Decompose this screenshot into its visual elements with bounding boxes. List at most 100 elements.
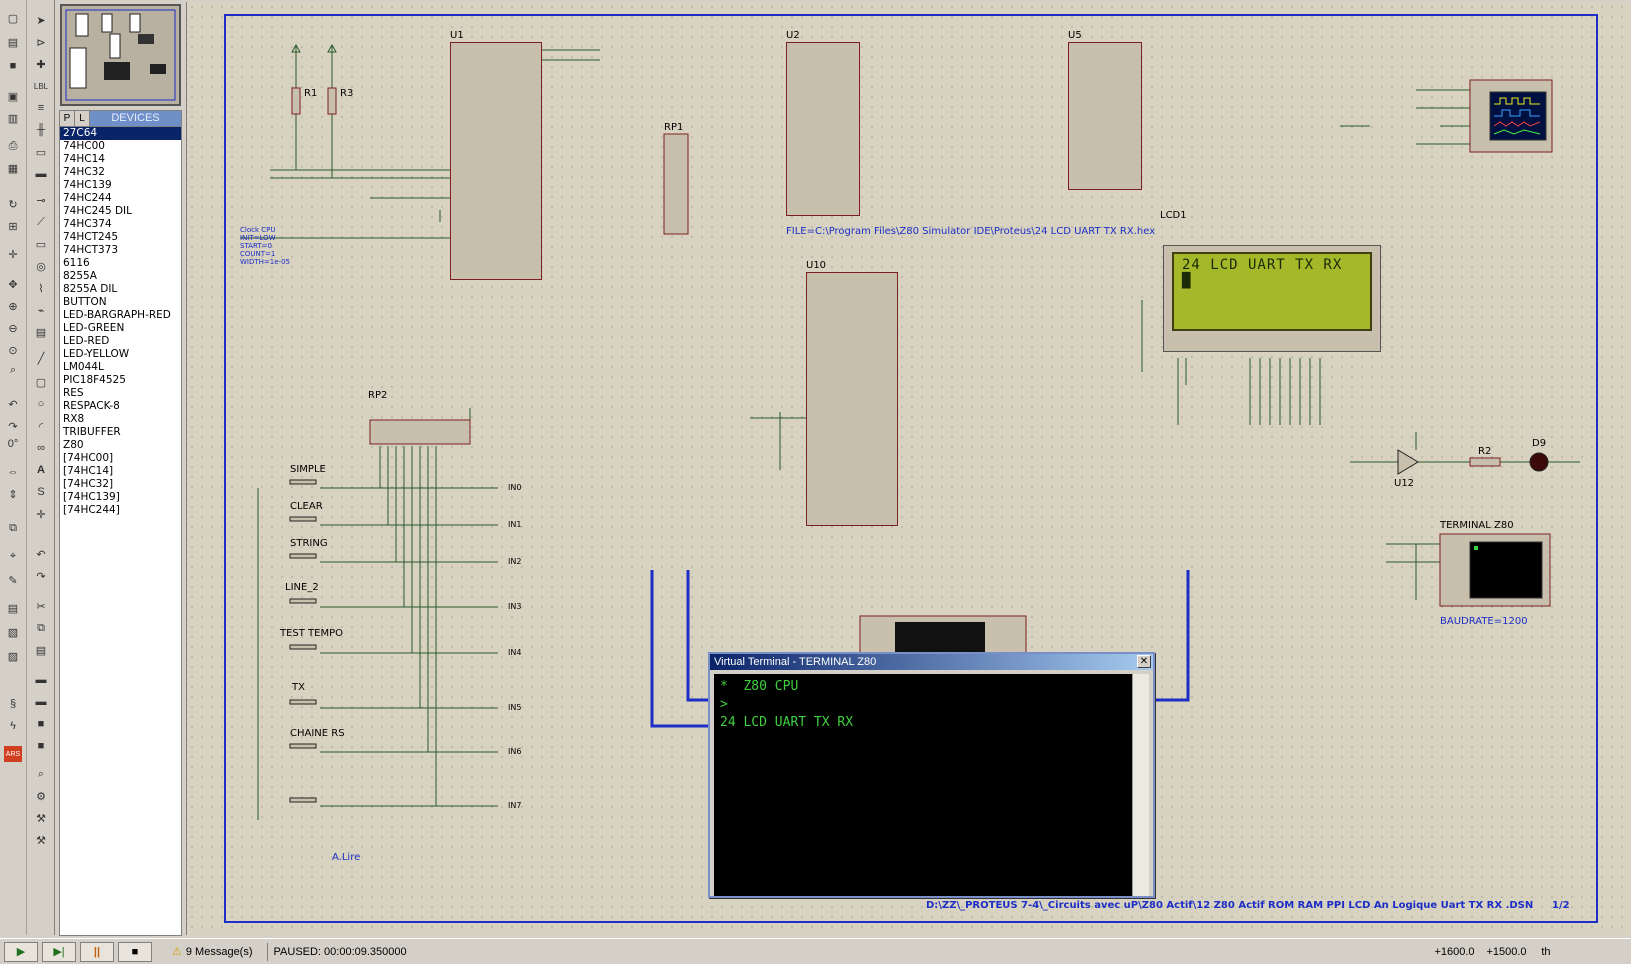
device-item[interactable]: 74HC32 <box>63 166 105 178</box>
script-icon[interactable]: § <box>9 698 17 710</box>
netlist-icon[interactable]: ▤ <box>7 602 19 615</box>
chip-u1-z80[interactable] <box>450 42 542 280</box>
messages-indicator[interactable]: ⚠ 9 Message(s) <box>172 945 253 959</box>
device-item[interactable]: 74HC00 <box>63 140 105 152</box>
zoom-in-icon[interactable]: ⊕ <box>8 300 18 313</box>
ares-icon[interactable]: ARS <box>4 746 22 762</box>
zoom-area-icon[interactable]: ⌕ <box>9 363 17 376</box>
device-item[interactable]: 74HCT245 <box>63 231 119 243</box>
new-file-icon[interactable]: ▢ <box>7 12 19 25</box>
redo2-icon[interactable]: ↷ <box>36 570 46 583</box>
virtual-terminal-titlebar[interactable]: Virtual Terminal - TERMINAL Z80 ✕ <box>710 654 1153 670</box>
device-item[interactable]: LED-RED <box>63 335 110 347</box>
device-item[interactable]: [74HC139] <box>63 491 120 503</box>
device-item[interactable]: RX8 <box>63 413 85 425</box>
text-icon[interactable]: A <box>37 464 45 476</box>
play-button[interactable]: ▶ <box>4 941 38 962</box>
block-copy-icon[interactable]: ⧉ <box>9 521 17 534</box>
device-item[interactable]: 8255A DIL <box>63 283 118 295</box>
current-probe-icon[interactable]: ⌁ <box>37 304 45 317</box>
bom-icon[interactable]: ▧ <box>7 626 19 639</box>
chip-u2-27c64[interactable] <box>786 42 860 216</box>
open-file-icon[interactable]: ▤ <box>7 36 19 49</box>
stop-button[interactable]: ■ <box>118 941 152 962</box>
tape-icon[interactable]: ▭ <box>35 238 47 251</box>
undo-icon[interactable]: ↶ <box>8 398 18 411</box>
block-move-icon[interactable]: ▬ <box>35 696 47 708</box>
button-simple[interactable]: SIMPLE <box>290 464 326 475</box>
package-tool-icon[interactable]: ⚒ <box>36 812 46 825</box>
virtual-terminal-window[interactable]: Virtual Terminal - TERMINAL Z80 ✕ * Z80 … <box>708 652 1155 898</box>
component-mode-icon[interactable]: ⊳ <box>36 36 46 49</box>
circle-icon[interactable]: ○ <box>37 398 45 410</box>
device-item[interactable]: Z80 <box>63 439 84 451</box>
selection-mode-icon[interactable]: ➤ <box>36 14 46 27</box>
tab-pick[interactable]: P <box>60 111 75 126</box>
device-item[interactable]: LED-BARGRAPH-RED <box>63 309 171 321</box>
lcd-display[interactable]: 24 LCD UART TX RX █ <box>1163 245 1381 352</box>
button-clear[interactable]: CLEAR <box>290 501 323 512</box>
bus-icon[interactable]: ╫ <box>37 124 45 136</box>
device-item[interactable]: [74HC14] <box>63 465 114 477</box>
device-item[interactable]: TRIBUFFER <box>63 426 121 438</box>
print-icon[interactable]: ⎙ <box>8 139 18 152</box>
origin-icon[interactable]: ✛ <box>8 248 18 261</box>
device-item[interactable]: BUTTON <box>63 296 107 308</box>
pick-device-icon[interactable]: ⌕ <box>37 767 45 780</box>
block-rotate-icon[interactable]: ■ <box>37 718 45 730</box>
pan-icon[interactable]: ✥ <box>8 278 18 291</box>
marker-icon[interactable]: ✛ <box>36 508 46 521</box>
device-item[interactable]: 74HC245 DIL <box>63 205 132 217</box>
pin-icon[interactable]: ⊸ <box>36 194 46 207</box>
block-copy2-icon[interactable]: ▬ <box>35 674 47 686</box>
graph-icon[interactable]: ⟋ <box>37 215 45 228</box>
device-item[interactable]: 27C64 <box>60 127 181 140</box>
device-item[interactable]: 74HC244 <box>63 192 112 204</box>
line-icon[interactable]: ╱ <box>37 352 45 365</box>
device-item[interactable]: 8255A <box>63 270 97 282</box>
device-item[interactable]: [74HC00] <box>63 452 114 464</box>
redo-icon[interactable]: ↷ <box>8 420 18 433</box>
mirror-x-icon[interactable]: ⇔ <box>7 466 19 478</box>
device-item[interactable]: 74HC374 <box>63 218 112 230</box>
device-item[interactable]: [74HC32] <box>63 478 114 490</box>
mirror-y-icon[interactable]: ⇕ <box>8 488 18 501</box>
button-string[interactable]: STRING <box>290 538 328 549</box>
refresh-icon[interactable]: ↻ <box>8 198 18 211</box>
device-item[interactable]: RES <box>63 387 84 399</box>
make-device-icon[interactable]: ⚙ <box>36 790 46 803</box>
arc-icon[interactable]: ◜ <box>38 420 44 433</box>
step-button[interactable]: ▶| <box>42 941 76 962</box>
subcircuit-icon[interactable]: ▭ <box>35 146 47 159</box>
generator-icon[interactable]: ◎ <box>36 260 46 273</box>
close-icon[interactable]: ✕ <box>1137 655 1151 668</box>
undo2-icon[interactable]: ↶ <box>36 548 46 561</box>
device-item[interactable]: 74HC14 <box>63 153 105 165</box>
tab-library[interactable]: L <box>75 111 90 126</box>
device-item[interactable]: 74HCT373 <box>63 244 119 256</box>
binoculars-icon[interactable]: ⌖ <box>9 549 17 562</box>
path-icon[interactable]: ∞ <box>37 442 45 454</box>
terminal-mode-icon[interactable]: ▬ <box>35 168 47 180</box>
export-icon[interactable]: ▥ <box>7 112 19 125</box>
device-item[interactable]: LED-GREEN <box>63 322 125 334</box>
decompose-icon[interactable]: ⚒ <box>36 834 46 847</box>
overview-window[interactable] <box>60 4 181 106</box>
device-item[interactable]: PIC18F4525 <box>63 374 126 386</box>
button-test-tempo[interactable]: TEST TEMPO <box>280 628 344 639</box>
button-line-2[interactable]: LINE_2 <box>285 582 319 593</box>
box-icon[interactable]: ▢ <box>35 376 47 389</box>
device-item[interactable]: LED-YELLOW <box>63 348 130 360</box>
device-item[interactable]: 6116 <box>63 257 90 269</box>
block-delete-icon[interactable]: ■ <box>37 740 45 752</box>
lightning-icon[interactable]: ϟ <box>10 720 16 732</box>
import-icon[interactable]: ▣ <box>7 90 19 103</box>
voltage-probe-icon[interactable]: ⌇ <box>38 282 44 295</box>
device-item[interactable]: [74HC244] <box>63 504 120 516</box>
button-tx[interactable]: TX <box>292 682 305 693</box>
terminal-scrollbar[interactable] <box>1132 674 1149 896</box>
symbol-icon[interactable]: S <box>37 486 45 498</box>
copy-icon[interactable]: ⧉ <box>37 621 45 634</box>
paste-icon[interactable]: ▤ <box>35 644 47 657</box>
